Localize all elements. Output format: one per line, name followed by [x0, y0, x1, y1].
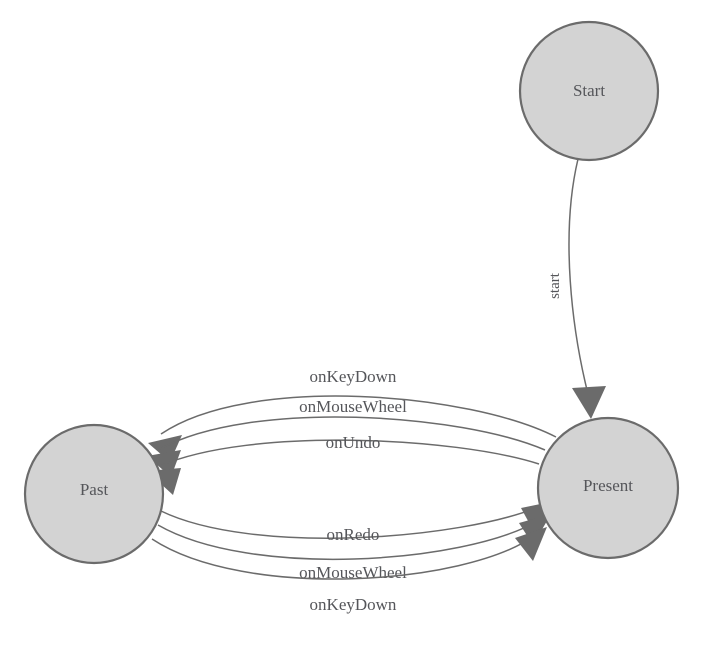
edge-path-redo-keydown [151, 535, 535, 580]
edge-label-undo-mousewheel: onMouseWheel [299, 397, 407, 416]
arrowhead-redo-mousewheel [519, 514, 551, 545]
edge-past-to-present-onkeydown[interactable]: onKeyDown [151, 527, 547, 614]
edge-label-start: start [547, 272, 563, 299]
edge-present-to-past-onmousewheel[interactable]: onMouseWheel [147, 397, 546, 477]
edge-label-redo: onRedo [327, 525, 380, 544]
arrowhead-redo-keydown [515, 527, 547, 561]
node-start-circle [518, 20, 660, 162]
edge-path-undo-mousewheel [159, 416, 546, 451]
node-present-circle [536, 416, 680, 560]
edge-start-to-present[interactable]: start [547, 158, 606, 419]
node-start-label: Start [573, 81, 605, 100]
edge-present-to-past-onundo[interactable]: onUndo [147, 433, 540, 495]
edge-path-redo-mousewheel [157, 520, 539, 560]
node-past-circle [23, 423, 165, 565]
edge-path-start [568, 158, 589, 395]
edge-path-redo [160, 505, 542, 539]
edge-label-undo-keydown: onKeyDown [310, 367, 397, 386]
edge-path-undo [159, 439, 540, 467]
edge-path-undo-keydown [160, 395, 557, 438]
edge-label-undo: onUndo [326, 433, 381, 452]
edge-label-redo-keydown: onKeyDown [310, 595, 397, 614]
node-past[interactable]: Past [23, 423, 165, 565]
node-past-label: Past [80, 480, 109, 499]
node-present-label: Present [583, 476, 633, 495]
node-start[interactable]: Start [518, 20, 660, 162]
node-present[interactable]: Present [536, 416, 680, 560]
arrowhead-start [572, 386, 606, 419]
